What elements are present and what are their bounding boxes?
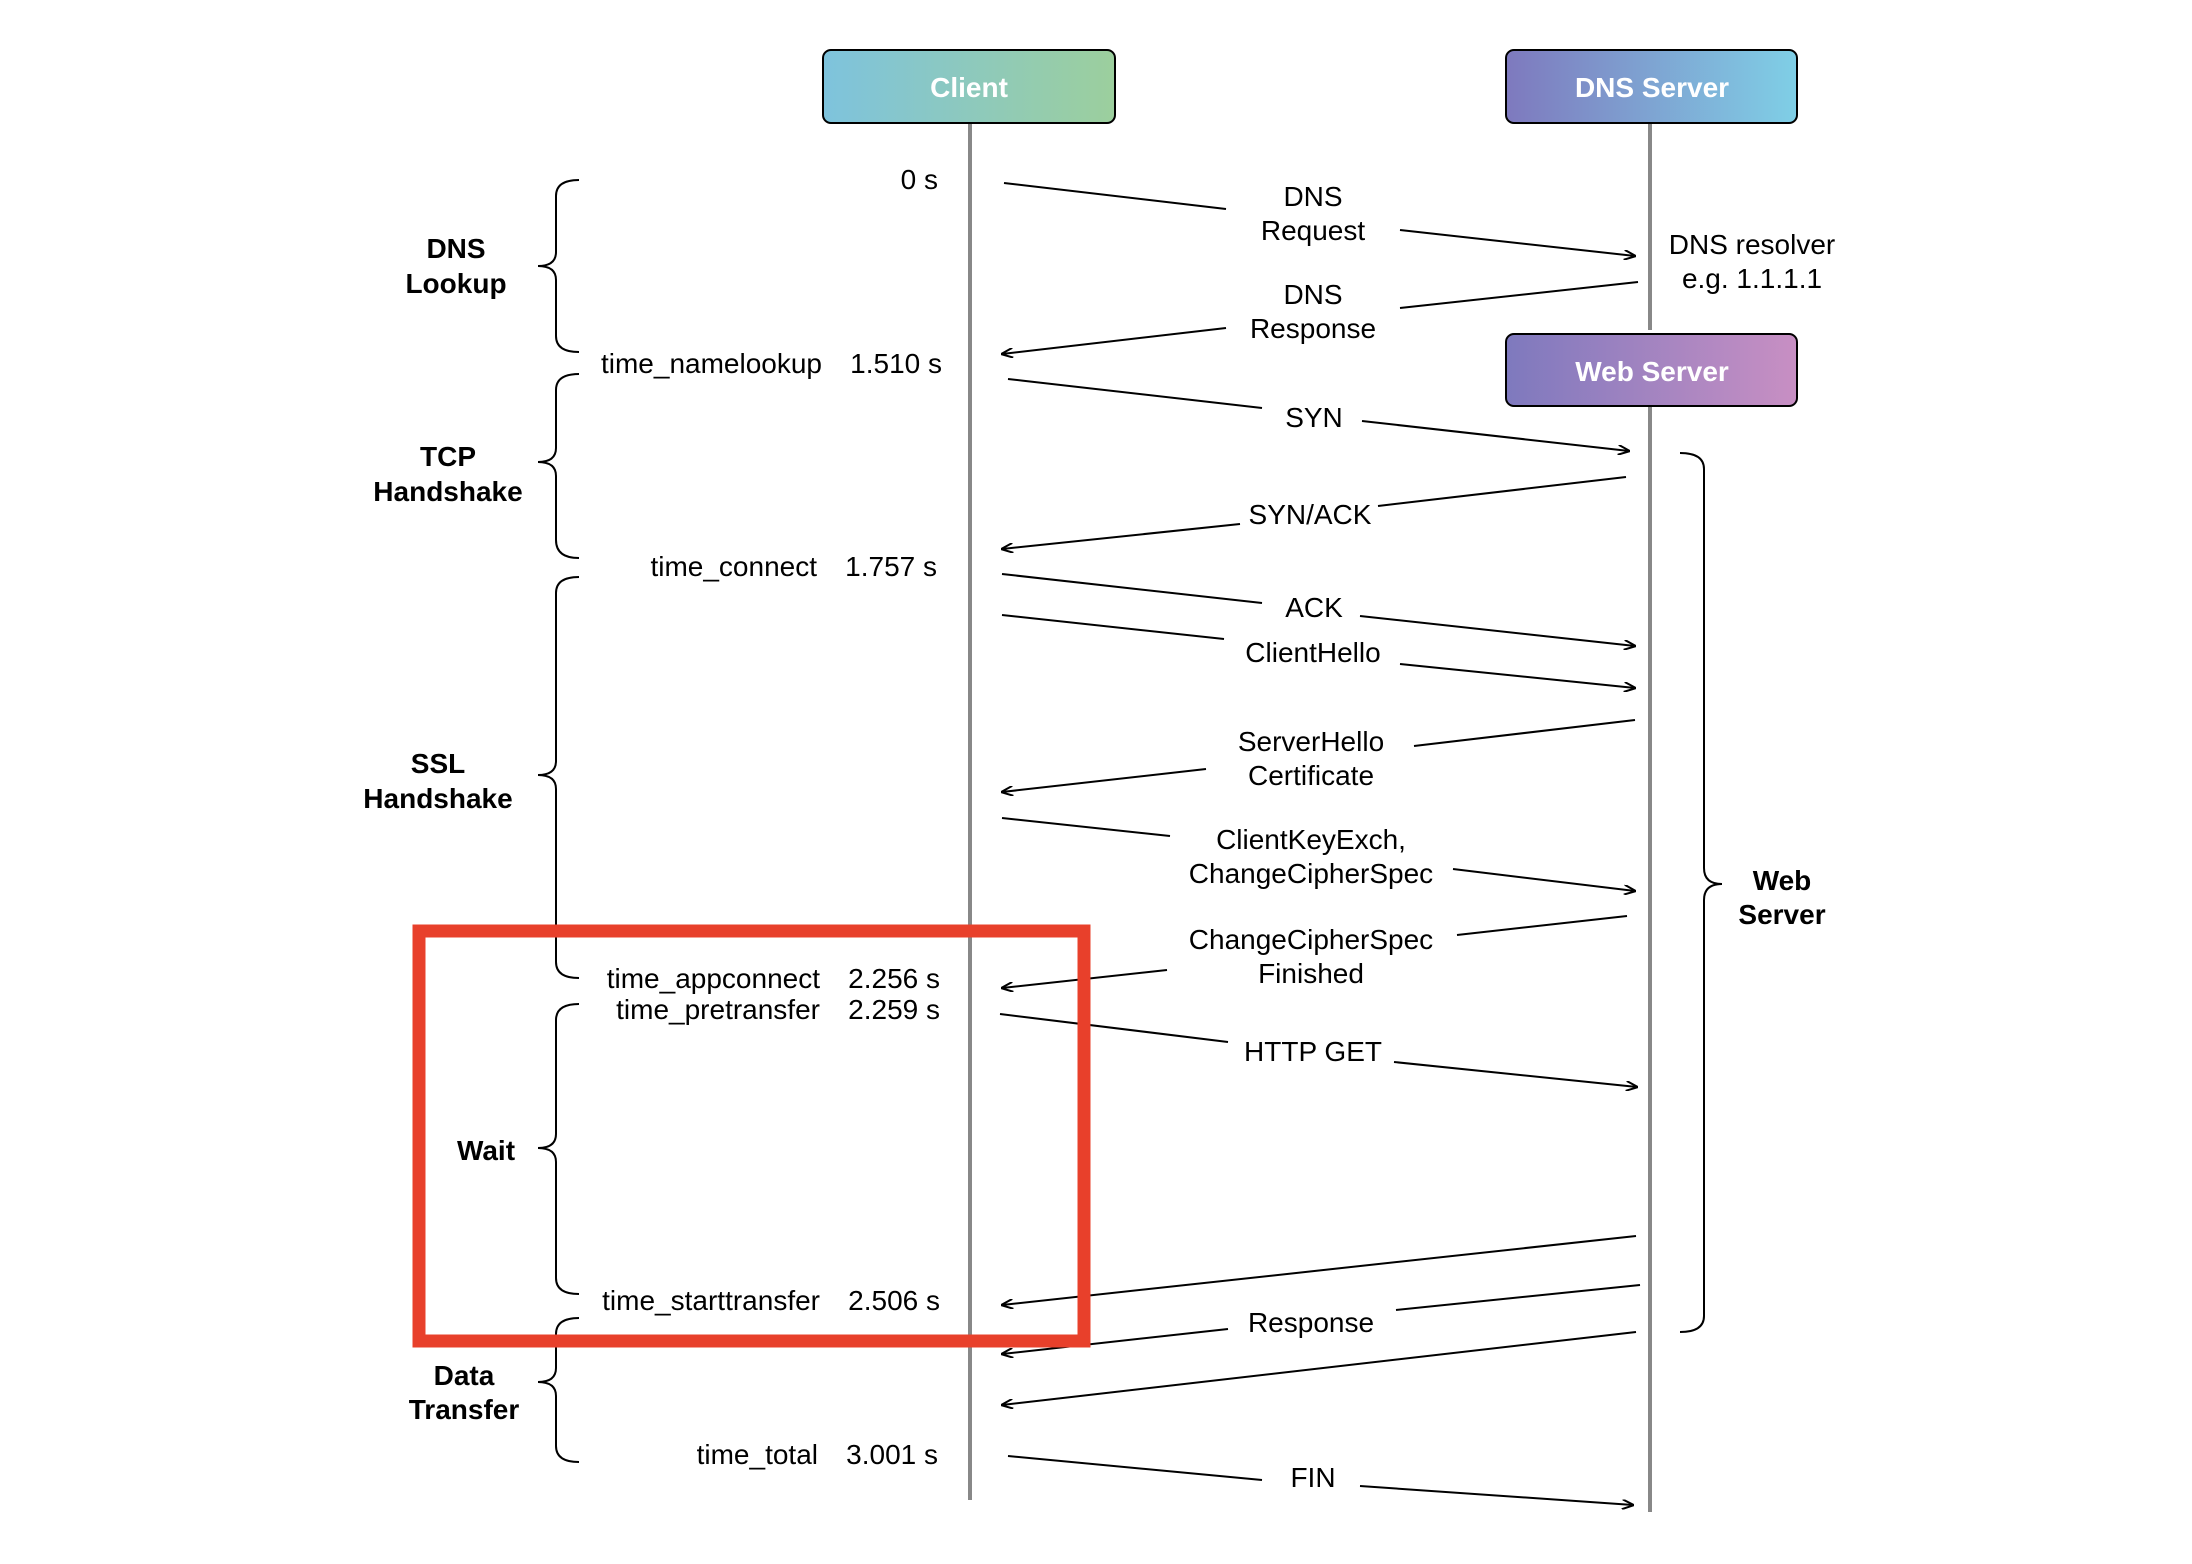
- timing-start-value: 0 s: [901, 164, 938, 195]
- timing-starttransfer-name: time_starttransfer: [602, 1285, 820, 1316]
- phase-data-transfer-line1: Data: [434, 1360, 495, 1391]
- client-key-exch-line1: ClientKeyExch,: [1216, 824, 1406, 855]
- timing-appconnect-value: 2.256 s: [848, 963, 940, 994]
- phase-web-server-line2: Server: [1738, 899, 1825, 930]
- phase-web-server: Web Server: [1738, 865, 1825, 930]
- web-server-brace: [1679, 452, 1723, 1333]
- phase-data-transfer: Data Transfer: [409, 1360, 520, 1425]
- phase-wait-line1: Wait: [457, 1135, 515, 1166]
- message-syn: SYN: [1007, 378, 1629, 451]
- wait-brace: [537, 1003, 580, 1295]
- timing-pretransfer-name: time_pretransfer: [616, 994, 820, 1025]
- message-first-byte: [1002, 1235, 1637, 1305]
- phase-data-transfer-line2: Transfer: [409, 1394, 520, 1425]
- dns-response-line2: Response: [1250, 313, 1376, 344]
- message-server-hello: ServerHello Certificate: [1002, 719, 1636, 792]
- timing-starttransfer-value: 2.506 s: [848, 1285, 940, 1316]
- fin-label: FIN: [1290, 1462, 1335, 1493]
- client-header: Client: [822, 49, 1116, 124]
- phase-ssl-handshake-line1: SSL: [411, 748, 465, 779]
- timing-pretransfer-value: 2.259 s: [848, 994, 940, 1025]
- message-ack: ACK: [1001, 573, 1635, 646]
- phase-dns-lookup-line1: DNS: [426, 233, 485, 264]
- dns-response-line1: DNS: [1283, 279, 1342, 310]
- response-label: Response: [1248, 1307, 1374, 1338]
- syn-label: SYN: [1285, 402, 1343, 433]
- message-syn-ack: SYN/ACK: [1002, 476, 1627, 549]
- data-transfer-brace: [537, 1317, 580, 1463]
- message-response: Response: [1002, 1284, 1641, 1354]
- phase-dns-lookup-line2: Lookup: [405, 268, 506, 299]
- phase-dns-lookup: DNS Lookup: [405, 233, 506, 299]
- phase-ssl-handshake: SSL Handshake: [363, 748, 512, 814]
- web-server-header: Web Server: [1505, 333, 1798, 407]
- phase-wait: Wait: [457, 1135, 515, 1166]
- message-http-get: HTTP GET: [999, 1013, 1637, 1087]
- message-client-key-exch: ClientKeyExch, ChangeCipherSpec: [1001, 817, 1635, 891]
- timing-appconnect-name: time_appconnect: [607, 963, 820, 994]
- timing-namelookup-value: 1.510 s: [850, 348, 942, 379]
- dns-request-line1: DNS: [1283, 181, 1342, 212]
- phase-ssl-handshake-line2: Handshake: [363, 783, 512, 814]
- http-get-label: HTTP GET: [1244, 1036, 1382, 1067]
- dns-resolver-label: DNS resolver: [1669, 229, 1835, 260]
- phase-tcp-handshake: TCP Handshake: [373, 441, 522, 507]
- message-change-cipher-spec: ChangeCipherSpec Finished: [1002, 915, 1628, 989]
- phase-tcp-handshake-line1: TCP: [420, 441, 476, 472]
- timing-connect-name: time_connect: [650, 551, 817, 582]
- server-hello-line1: ServerHello: [1238, 726, 1384, 757]
- dns-request-line2: Request: [1261, 215, 1366, 246]
- phase-tcp-handshake-line2: Handshake: [373, 476, 522, 507]
- dns-server-header: DNS Server: [1505, 49, 1798, 124]
- web-server-title: Web Server: [1575, 356, 1729, 387]
- timing-total-name: time_total: [697, 1439, 818, 1470]
- tcp-handshake-brace: [537, 373, 580, 559]
- message-fin: FIN: [1007, 1455, 1633, 1505]
- server-hello-line2: Certificate: [1248, 760, 1374, 791]
- change-cipher-spec-line2: Finished: [1258, 958, 1364, 989]
- ssl-handshake-brace: [537, 576, 580, 979]
- client-hello-label: ClientHello: [1245, 637, 1380, 668]
- timing-total-value: 3.001 s: [846, 1439, 938, 1470]
- client-title: Client: [930, 72, 1008, 103]
- client-key-exch-line2: ChangeCipherSpec: [1189, 858, 1433, 889]
- syn-ack-label: SYN/ACK: [1249, 499, 1372, 530]
- timing-namelookup-name: time_namelookup: [601, 348, 822, 379]
- change-cipher-spec-line1: ChangeCipherSpec: [1189, 924, 1433, 955]
- message-last-byte: [1002, 1331, 1637, 1405]
- dns-server-title: DNS Server: [1575, 72, 1729, 103]
- ack-label: ACK: [1285, 592, 1343, 623]
- highlight-box: [412, 924, 1091, 1348]
- message-client-hello: ClientHello: [1001, 614, 1635, 688]
- phase-web-server-line1: Web: [1753, 865, 1812, 896]
- message-dns-response: DNS Response: [1002, 279, 1639, 354]
- timing-connect-value: 1.757 s: [845, 551, 937, 582]
- dns-lookup-brace: [537, 179, 580, 353]
- message-dns-request: DNS Request: [1003, 181, 1635, 256]
- dns-resolver-example: e.g. 1.1.1.1: [1682, 263, 1822, 294]
